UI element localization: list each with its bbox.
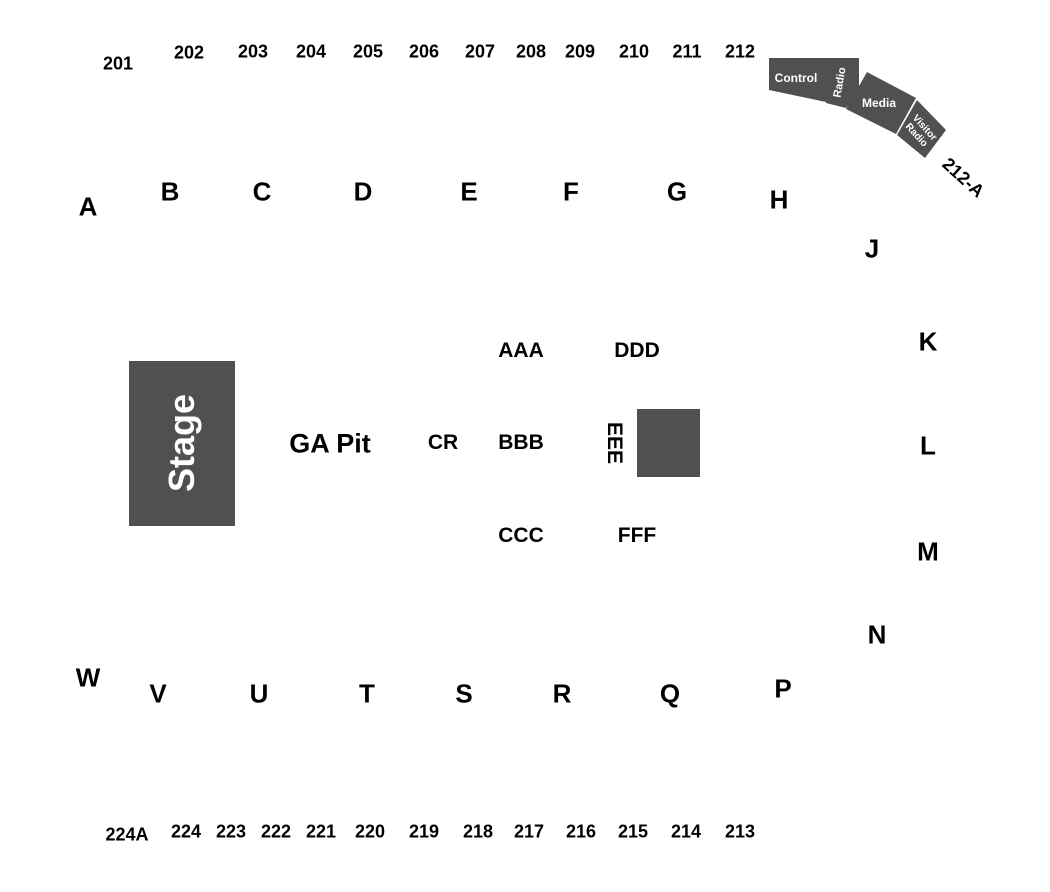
section-224[interactable]: 224 <box>170 821 202 842</box>
section-d[interactable]: D <box>353 176 373 207</box>
section-203[interactable]: 203 <box>237 41 269 62</box>
section-224a[interactable]: 224A <box>105 824 149 845</box>
section-210[interactable]: 210 <box>618 41 650 62</box>
section-n[interactable]: N <box>867 619 887 650</box>
section-211[interactable]: 211 <box>672 41 702 62</box>
stage[interactable] <box>129 361 235 526</box>
section-u[interactable]: U <box>249 678 269 709</box>
section-214[interactable]: 214 <box>670 821 702 842</box>
section-221[interactable]: 221 <box>305 821 337 842</box>
section-f[interactable]: F <box>563 176 579 207</box>
section-208[interactable]: 208 <box>515 41 547 62</box>
section-219[interactable]: 219 <box>408 821 440 842</box>
visitor-radio-booth <box>897 100 946 158</box>
section-k[interactable]: K <box>918 326 938 357</box>
media-booth-label: Media <box>862 96 896 110</box>
section-217[interactable]: 217 <box>513 821 545 842</box>
section-b[interactable]: B <box>160 176 180 207</box>
section-r[interactable]: R <box>552 678 572 709</box>
section-222[interactable]: 222 <box>260 821 292 842</box>
control-booth <box>769 58 826 102</box>
section-a[interactable]: A <box>78 191 98 222</box>
section-212[interactable]: 212 <box>724 41 756 62</box>
section-q[interactable]: Q <box>659 678 681 709</box>
section-207[interactable]: 207 <box>464 41 496 62</box>
section-p[interactable]: P <box>774 673 792 704</box>
section-e[interactable]: E <box>460 176 478 207</box>
section-ddd[interactable]: DDD <box>614 339 660 362</box>
section-c[interactable]: C <box>252 176 272 207</box>
section-bbb[interactable]: BBB <box>498 431 544 454</box>
section-ccc[interactable]: CCC <box>498 524 544 547</box>
media-booth <box>846 72 916 134</box>
section-h[interactable]: H <box>769 184 789 215</box>
section-s[interactable]: S <box>455 678 473 709</box>
mix-booth <box>637 409 700 477</box>
section-213[interactable]: 213 <box>724 821 756 842</box>
section-cr[interactable]: CR <box>427 431 459 454</box>
section-215[interactable]: 215 <box>617 821 649 842</box>
section-j[interactable]: J <box>864 233 880 264</box>
section-201[interactable]: 201 <box>102 53 134 74</box>
section-v[interactable]: V <box>149 678 167 709</box>
section-202[interactable]: 202 <box>173 42 205 63</box>
section-w[interactable]: W <box>75 662 101 693</box>
ga-pit-section[interactable]: GA Pit <box>289 428 371 459</box>
control-booth-label: Control <box>775 71 818 85</box>
section-l[interactable]: L <box>920 430 936 461</box>
section-204[interactable]: 204 <box>295 41 327 62</box>
section-m[interactable]: M <box>917 536 939 567</box>
section-218[interactable]: 218 <box>462 821 494 842</box>
radio-booth-label: Radio <box>831 66 848 98</box>
section-t[interactable]: T <box>359 678 375 709</box>
section-205[interactable]: 205 <box>352 41 384 62</box>
radio-booth <box>826 58 859 108</box>
section-220[interactable]: 220 <box>354 821 386 842</box>
section-g[interactable]: G <box>666 176 688 207</box>
section-209[interactable]: 209 <box>564 41 596 62</box>
section-206[interactable]: 206 <box>408 41 440 62</box>
section-fff[interactable]: FFF <box>617 524 657 547</box>
section-223[interactable]: 223 <box>215 821 247 842</box>
section-216[interactable]: 216 <box>565 821 597 842</box>
section-aaa[interactable]: AAA <box>498 339 544 362</box>
